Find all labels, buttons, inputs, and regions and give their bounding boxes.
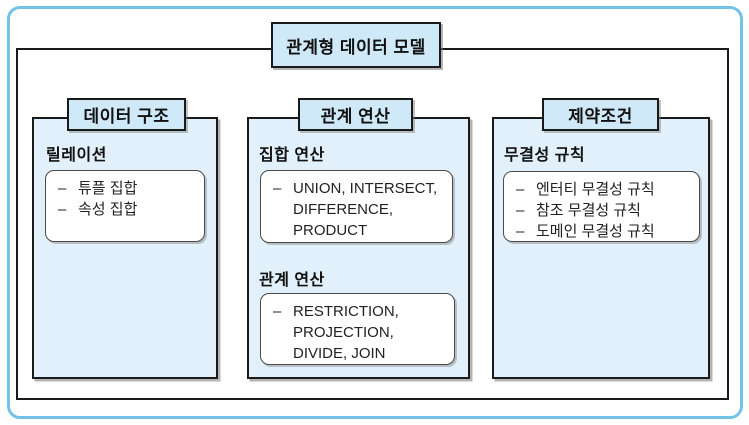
- panel-data-structure-header: 데이터 구조: [67, 98, 186, 131]
- list-item: – 속성 집합: [58, 199, 198, 220]
- item-text: DIVIDE, JOIN: [293, 345, 386, 362]
- list-item-continuation: DIVIDE, JOIN: [273, 343, 448, 364]
- item-dash: –: [273, 180, 282, 197]
- item-box-set-operations: – UNION, INTERSECT, DIFFERENCE, PRODUCT: [260, 170, 453, 243]
- item-dash: –: [273, 303, 282, 320]
- item-text: 도메인 무결성 규칙: [536, 223, 655, 240]
- list-item-continuation: PROJECTION,: [273, 322, 448, 343]
- panel-data-structure: [32, 117, 218, 379]
- list-item: – 튜플 집합: [58, 178, 198, 199]
- item-box-integrity-rules: – 엔터티 무결성 규칙 – 참조 무결성 규칙 – 도메인 무결성 규칙: [503, 171, 700, 242]
- item-text: UNION, INTERSECT,: [293, 180, 438, 197]
- item-box-relation-operations: – RESTRICTION, PROJECTION, DIVIDE, JOIN: [260, 293, 455, 365]
- list-item: – 엔터티 무결성 규칙: [516, 179, 693, 200]
- item-dash: [273, 220, 293, 241]
- list-item: – RESTRICTION,: [273, 301, 448, 322]
- item-text: 참조 무결성 규칙: [536, 202, 641, 219]
- item-text: PROJECTION,: [293, 324, 394, 341]
- item-dash: –: [58, 180, 67, 197]
- panel-constraints: [492, 117, 710, 379]
- item-text: 엔터티 무결성 규칙: [536, 181, 655, 198]
- item-dash: [273, 343, 293, 364]
- panel-relational-operations-header: 관계 연산: [298, 98, 413, 131]
- section-label-relation: 릴레이션: [46, 147, 107, 164]
- list-item-continuation: PRODUCT: [273, 220, 446, 241]
- panel-constraints-header: 제약조건: [542, 98, 659, 131]
- item-box-relation: – 튜플 집합 – 속성 집합: [45, 170, 205, 242]
- item-dash: [273, 199, 293, 220]
- list-item: – 도메인 무결성 규칙: [516, 221, 693, 242]
- item-dash: –: [516, 202, 525, 219]
- section-label-relation-operations: 관계 연산: [259, 272, 325, 289]
- section-label-set-operations: 집합 연산: [259, 147, 325, 164]
- item-text: 튜플 집합: [78, 180, 138, 197]
- section-label-integrity-rules: 무결성 규칙: [504, 147, 586, 164]
- list-item-continuation: DIFFERENCE,: [273, 199, 446, 220]
- list-item: – UNION, INTERSECT,: [273, 178, 446, 199]
- item-dash: –: [58, 201, 67, 218]
- item-text: RESTRICTION,: [293, 303, 399, 320]
- item-text: PRODUCT: [293, 222, 368, 239]
- item-dash: –: [516, 223, 525, 240]
- list-item: – 참조 무결성 규칙: [516, 200, 693, 221]
- item-text: DIFFERENCE,: [293, 201, 394, 218]
- item-text: 속성 집합: [78, 201, 138, 218]
- item-dash: –: [516, 181, 525, 198]
- item-dash: [273, 322, 293, 343]
- diagram-title: 관계형 데이터 모델: [271, 22, 441, 68]
